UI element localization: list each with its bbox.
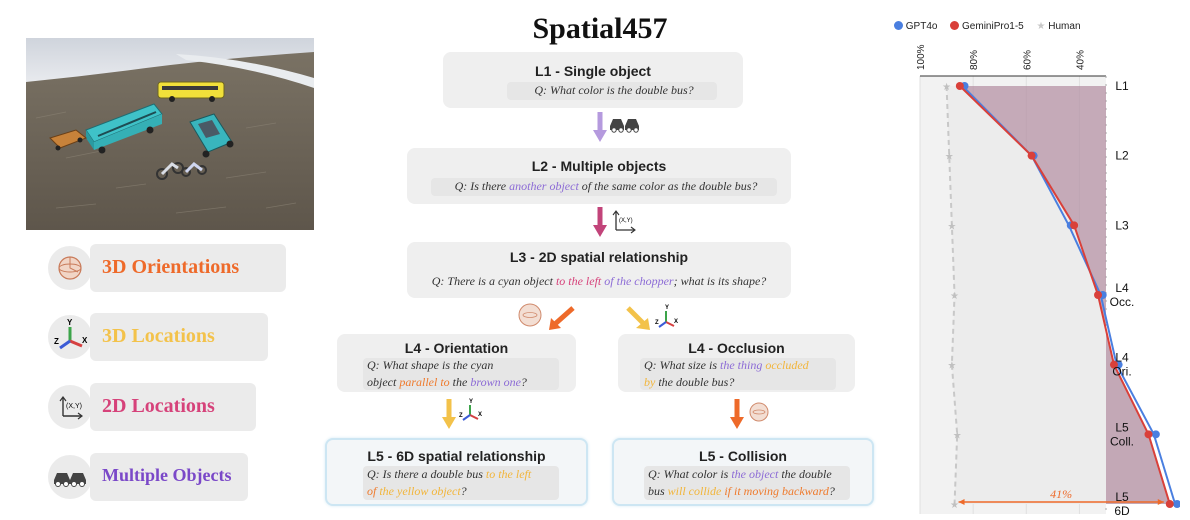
page-title: Spatial457 — [532, 12, 668, 45]
question-text: Q: What color is the double bus? — [534, 83, 694, 97]
cars-icon — [48, 455, 92, 499]
arrow-l3-l4-occlusion: Y X Z — [626, 305, 678, 330]
category-label: L2 — [1115, 149, 1129, 163]
legend-gpt4o: GPT4o — [894, 21, 937, 32]
axis-tick-label: 40% — [1075, 50, 1086, 70]
legend-human: ★ Human — [1036, 21, 1081, 32]
svg-text:(X,Y): (X,Y) — [66, 403, 82, 410]
data-point — [1027, 151, 1036, 160]
question-text: Q: Is there another object of the same c… — [454, 179, 758, 193]
svg-text:Z: Z — [459, 413, 463, 419]
legend-label: Multiple Objects — [102, 465, 232, 485]
question-text: Q: What color is the object the double b… — [648, 467, 835, 498]
xy-axes-icon: (X,Y) — [48, 385, 92, 429]
data-point — [1165, 500, 1174, 508]
yellow-bus — [157, 81, 225, 102]
level-title: L3 - 2D spatial relationship — [509, 249, 689, 265]
chart-legend: GPT4o GeminiPro1-5 ★ Human — [894, 21, 1081, 32]
arrow-l3-l4-orientation — [518, 303, 575, 330]
gap-arrow-head-left — [958, 499, 965, 505]
svg-text:Y: Y — [665, 305, 669, 311]
level-title: L4 - Occlusion — [688, 340, 785, 356]
svg-text:Y: Y — [67, 318, 73, 327]
chopper — [156, 162, 207, 180]
legend-2d-locations: (X,Y) 2D Locations — [48, 383, 288, 431]
axis-tick-label: 60% — [1022, 50, 1033, 70]
human-point: ★ — [947, 221, 956, 232]
arrow-l1-l2 — [593, 112, 607, 142]
orientation-sphere-icon — [48, 246, 92, 290]
legend-label: 2D Locations — [102, 395, 215, 417]
gap-annotation: 41% — [1050, 487, 1072, 501]
axis-tick-label: 100% — [916, 44, 927, 70]
scene-image — [26, 38, 314, 230]
cars-icon — [610, 119, 639, 133]
question-text: Q: Is there a double bus to the left of … — [367, 467, 532, 498]
human-point: ★ — [953, 430, 962, 441]
arrow-l4-l5-6d: Y X Z — [442, 399, 482, 429]
svg-text:(X,Y): (X,Y) — [619, 218, 633, 224]
question-text: Q: What size is the thing occluded by th… — [644, 358, 809, 389]
human-point: ★ — [942, 82, 951, 93]
data-point — [1109, 360, 1118, 369]
legend-3d-orientations: 3D Orientations — [48, 244, 288, 292]
data-point — [1151, 430, 1160, 439]
level-title: L2 - Multiple objects — [531, 158, 667, 174]
svg-text:X: X — [478, 412, 482, 418]
legend-multiple-objects: Multiple Objects — [48, 453, 288, 501]
category-label: L1 — [1115, 79, 1129, 93]
data-point — [1094, 291, 1103, 299]
level-l1-box: L1 - Single object Q: What color is the … — [443, 52, 743, 108]
level-title: L5 - 6D spatial relationship — [367, 448, 546, 464]
level-title: L5 - Collision — [699, 448, 787, 464]
data-point — [1173, 500, 1180, 508]
model-area — [959, 86, 1170, 504]
data-point — [1070, 221, 1079, 230]
human-point: ★ — [950, 500, 959, 511]
level-l3-box: L3 - 2D spatial relationship Q: There is… — [407, 242, 791, 298]
brown-car — [49, 129, 87, 151]
level-l5-6d-box: L5 - 6D spatial relationship Q: Is there… — [325, 438, 588, 506]
cyan-double-bus — [85, 103, 163, 154]
category-label: L3 — [1115, 218, 1129, 232]
level-l5-collision-box: L5 - Collision Q: What color is the obje… — [612, 438, 874, 506]
svg-text:Z: Z — [54, 337, 59, 346]
xy-axes-icon: (X,Y) — [612, 210, 636, 234]
level-l4-orientation-box: L4 - Orientation Q: What shape is the cy… — [337, 334, 576, 392]
gap-arrow-head-right — [1157, 499, 1164, 505]
legend-label: 3D Locations — [102, 325, 215, 347]
svg-text:Z: Z — [655, 320, 659, 326]
svg-text:X: X — [674, 319, 678, 325]
human-point: ★ — [950, 291, 959, 302]
level-title: L1 - Single object — [535, 63, 651, 79]
data-point — [1144, 430, 1153, 439]
svg-text:Y: Y — [469, 399, 473, 405]
level-l2-box: L2 - Multiple objects Q: Is there anothe… — [407, 148, 791, 204]
arrow-l4-l5-collision — [730, 399, 769, 429]
series-line-2 — [945, 85, 959, 505]
level-title: L4 - Orientation — [404, 340, 509, 356]
arrow-l2-l3 — [593, 207, 607, 237]
xyz-axes-icon: Y X Z — [48, 315, 92, 359]
question-text: Q: There is a cyan object to the left of… — [431, 274, 767, 288]
cyan-suv — [189, 113, 234, 158]
axis-tick-label: 80% — [969, 50, 980, 70]
legend-3d-locations: Y X Z 3D Locations — [48, 313, 288, 361]
legend-gemini: GeminiPro1-5 — [950, 21, 1024, 32]
human-point: ★ — [945, 152, 954, 163]
legend-label: 3D Orientations — [102, 256, 240, 278]
level-l4-occlusion-box: L4 - Occlusion Q: What size is the thing… — [618, 334, 855, 392]
question-text: Q: What shape is the cyan object paralle… — [367, 358, 527, 389]
human-point: ★ — [947, 361, 956, 372]
svg-text:X: X — [82, 336, 88, 345]
data-point — [955, 82, 964, 90]
